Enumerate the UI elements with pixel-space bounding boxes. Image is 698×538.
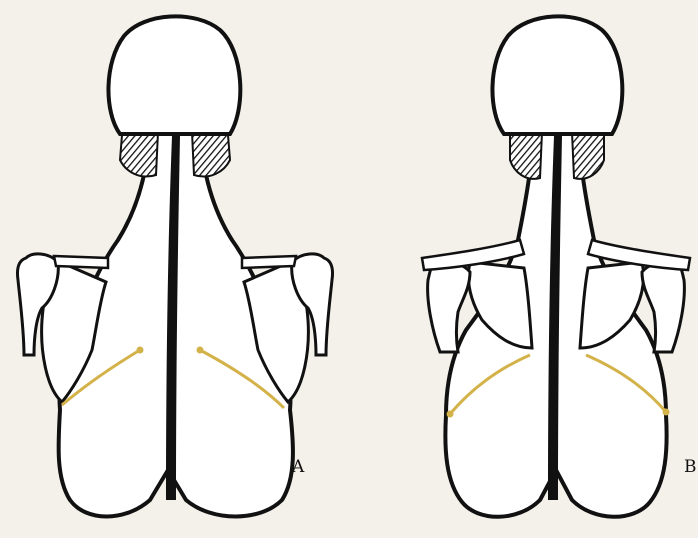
head <box>108 16 240 134</box>
head <box>492 16 622 134</box>
panel-a <box>17 16 332 516</box>
panel-a-label: A <box>292 457 304 477</box>
right-muscle-point <box>197 347 204 354</box>
left-clavicle <box>54 256 108 268</box>
panel-b <box>422 16 690 516</box>
right-clavicle <box>242 256 296 268</box>
right-muscle-point <box>663 409 670 416</box>
panel-b-label: B <box>684 457 697 477</box>
left-muscle-point <box>447 411 454 418</box>
left-muscle-point <box>137 347 144 354</box>
